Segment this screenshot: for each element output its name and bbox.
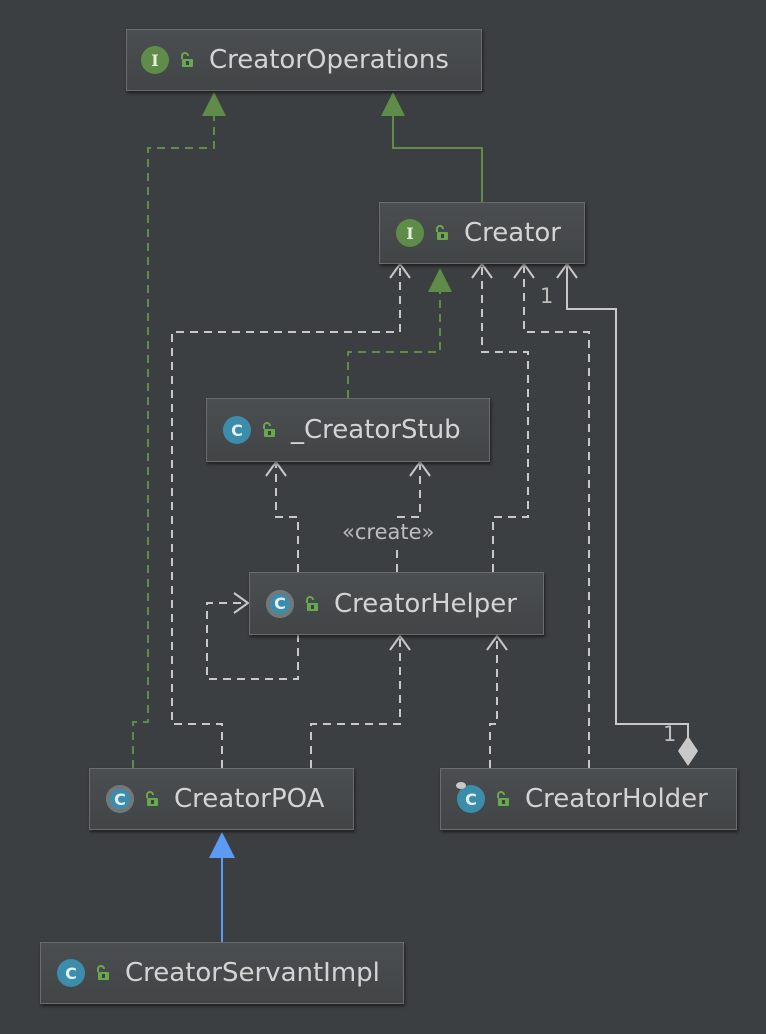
dependency-helper-to-stub [275,464,299,572]
public-lock-icon [144,791,160,807]
multiplicity-label: 1 [663,722,677,746]
dependency-helper-to-creator [481,266,529,572]
class-node-creator-holder[interactable]: C CreatorHolder [440,768,737,830]
public-lock-icon [261,422,277,438]
class-icon: C [57,959,85,987]
dependency-holder-to-creator [523,266,590,768]
open-arrowhead [513,262,535,279]
open-arrowhead [486,634,508,651]
class-node-creator-poa[interactable]: C CreatorPOA [89,768,354,830]
class-name: CreatorHolder [525,784,708,814]
dependency-holder-to-helper [489,638,498,768]
realization-poa-to-operations [132,114,215,768]
aggregation-holder-to-creator [566,266,689,738]
realization-arrowhead [202,92,226,116]
public-lock-icon [304,595,320,612]
open-arrowhead [409,460,431,477]
open-arrowhead [233,592,250,614]
public-lock-icon [179,52,195,68]
open-arrowhead [556,262,578,279]
open-arrowhead [265,460,287,477]
class-name: _CreatorStub [291,415,461,445]
class-name: Creator [464,218,561,248]
abstract-class-icon: C [106,785,134,813]
class-icon: C [223,416,251,444]
class-node-creator-servant-impl[interactable]: C CreatorServantImpl [40,942,404,1004]
dependency-poa-to-helper [310,638,401,768]
dependency-poa-to-creator [171,266,401,768]
class-node-creator-operations[interactable]: I CreatorOperations [126,29,482,91]
dependency-helper-self [206,602,299,680]
realization-arrowhead [428,268,452,292]
interface-icon: I [141,46,169,74]
public-lock-icon [95,965,111,981]
class-name: CreatorOperations [209,45,449,75]
class-node-creator-stub[interactable]: C _CreatorStub [206,398,490,462]
public-lock-icon [495,791,511,807]
class-name: CreatorHelper [334,588,517,619]
interface-icon: I [396,219,424,247]
create-stereotype-label: «create» [342,520,435,544]
final-class-icon: C [456,782,485,813]
realization-stub-to-creator [347,292,441,398]
aggregation-diamond [678,736,698,766]
class-name: CreatorServantImpl [125,958,380,988]
generalization-arrowhead [209,832,235,858]
class-node-creator[interactable]: I Creator [379,202,585,264]
multiplicity-label: 1 [540,284,554,308]
public-lock-icon [434,225,450,241]
open-arrowhead [389,634,411,651]
create-dependency-helper-to-stub [396,464,421,572]
open-arrowhead [389,262,411,279]
open-arrowhead [471,262,493,279]
extends-creator-to-operations [392,114,483,202]
class-name: CreatorPOA [174,784,325,814]
class-node-creator-helper[interactable]: C CreatorHelper [249,572,544,635]
abstract-class-icon: C [266,589,294,618]
extends-arrowhead [381,92,405,116]
